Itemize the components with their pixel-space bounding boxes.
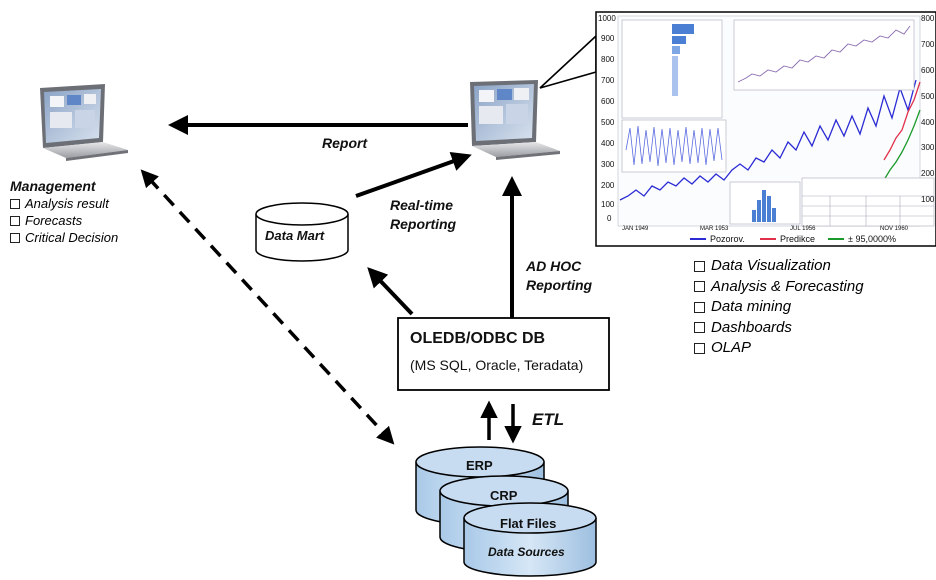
- management-laptop-icon: [40, 84, 128, 161]
- checkbox-icon: [694, 281, 705, 293]
- left-axis-tick: 900: [601, 34, 615, 43]
- tools-item: Data Visualization: [694, 256, 864, 277]
- tools-item: Dashboards: [694, 318, 864, 339]
- analytics-chart-screenshot: [595, 11, 936, 247]
- datamart-load-arrow: [367, 267, 414, 316]
- x-axis-tick: JUL 1956: [790, 226, 816, 232]
- left-axis-tick: 100: [601, 200, 615, 209]
- tools-list: Data Visualization Analysis & Forecastin…: [694, 256, 864, 359]
- x-axis-tick: JAN 1949: [622, 226, 649, 232]
- tools-item: OLAP: [694, 338, 864, 359]
- legend-observed: Pozorov.: [710, 234, 745, 244]
- checkbox-icon: [694, 342, 705, 354]
- right-axis-tick: 300: [921, 143, 935, 152]
- left-axis-tick: 0: [607, 214, 612, 223]
- left-axis-tick: 1000: [598, 14, 616, 23]
- checkbox-icon: [694, 301, 705, 313]
- legend-prediction: Predikce: [780, 234, 816, 244]
- right-axis-tick: 600: [921, 66, 935, 75]
- adhoc-label-line1: AD HOC: [526, 258, 582, 274]
- realtime-reporting-arrow: [355, 151, 472, 198]
- data-sources-caption: Data Sources: [488, 545, 565, 559]
- management-sources-dashed-arrow: [140, 169, 395, 445]
- management-item: Critical Decision: [10, 229, 118, 246]
- report-label: Report: [322, 135, 368, 151]
- oledb-title: OLEDB/ODBC DB: [410, 330, 546, 347]
- right-axis-tick: 800: [921, 14, 935, 23]
- legend-interval: ± 95,0000%: [848, 234, 896, 244]
- flat-files-cylinder: [463, 502, 597, 577]
- tools-item: Data mining: [694, 297, 864, 318]
- analytics-laptop-icon: [470, 80, 560, 160]
- realtime-label-line2: Reporting: [390, 216, 457, 232]
- x-axis-tick: NOV 1960: [880, 226, 909, 232]
- right-axis-tick: 700: [921, 40, 935, 49]
- flat-files-label: Flat Files: [500, 516, 557, 531]
- management-item: Forecasts: [10, 212, 118, 229]
- oledb-subtitle: (MS SQL, Oracle, Teradata): [410, 357, 584, 373]
- callout-pointer: [539, 34, 597, 89]
- management-item: Analysis result: [10, 195, 118, 212]
- management-title: Management: [10, 178, 96, 194]
- oledb-box: [397, 317, 610, 391]
- adhoc-label-line2: Reporting: [526, 277, 593, 293]
- management-list: Analysis result Forecasts Critical Decis…: [10, 195, 118, 246]
- data-mart-label: Data Mart: [265, 228, 325, 243]
- right-axis-tick: 200: [921, 169, 935, 178]
- left-axis-tick: 800: [601, 55, 615, 64]
- left-axis-tick: 600: [601, 97, 615, 106]
- checkbox-icon: [694, 322, 705, 334]
- checkbox-icon: [10, 215, 20, 226]
- tools-item: Analysis & Forecasting: [694, 277, 864, 298]
- right-axis-tick: 400: [921, 118, 935, 127]
- left-axis-tick: 500: [601, 118, 615, 127]
- etl-label: ETL: [532, 410, 565, 429]
- data-mart-cylinder: [255, 202, 349, 262]
- realtime-label-line1: Real-time: [390, 197, 454, 213]
- checkbox-icon: [694, 260, 705, 272]
- right-axis-tick: 500: [921, 92, 935, 101]
- left-axis-tick: 700: [601, 76, 615, 85]
- left-axis-tick: 200: [601, 181, 615, 190]
- x-axis-tick: MAR 1953: [700, 226, 729, 232]
- right-axis-tick: 100: [921, 195, 935, 204]
- crp-label: CRP: [490, 488, 518, 503]
- left-axis-tick: 400: [601, 139, 615, 148]
- erp-label: ERP: [466, 458, 493, 473]
- checkbox-icon: [10, 232, 20, 243]
- checkbox-icon: [10, 198, 20, 209]
- left-axis-tick: 300: [601, 160, 615, 169]
